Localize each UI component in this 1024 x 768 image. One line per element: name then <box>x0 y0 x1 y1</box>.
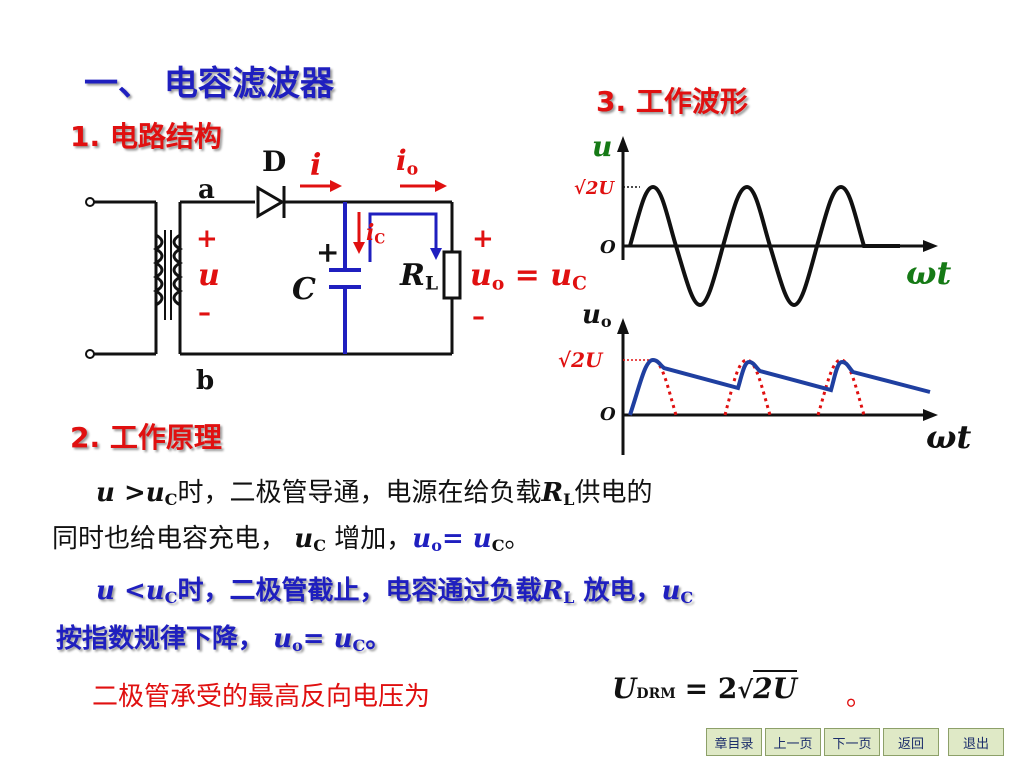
input-u-label: u <box>198 258 220 293</box>
section-waveform-heading: 3. 工作波形 <box>596 85 748 118</box>
nav-exit-button[interactable]: 退出 <box>948 728 1004 756</box>
current-ic-label: iC <box>366 220 386 248</box>
waveform-bottom-y-label: uo <box>582 300 612 332</box>
nav-back-button[interactable]: 返回 <box>883 728 939 756</box>
waveform-bottom-amplitude: √2U <box>558 348 603 372</box>
principle-para2-line1: u <uC时，二极管截止，电容通过负载RL 放电，uC <box>96 576 694 608</box>
section-principle-heading: 2. 工作原理 <box>70 421 222 454</box>
nav-chapter-contents-button[interactable]: 章目录 <box>706 728 762 756</box>
waveform-plot <box>617 136 938 455</box>
capacitor-c-label: C <box>292 272 316 307</box>
node-b-label: b <box>196 366 215 396</box>
page-title: 一、 电容滤波器 <box>84 64 334 104</box>
circuit-diagram <box>85 180 462 359</box>
output-plus-label: + <box>472 224 494 254</box>
max-reverse-voltage-formula: UDRM = 2√2U <box>612 672 797 705</box>
current-io-label: io <box>396 144 419 180</box>
waveform-bottom-origin: O <box>600 404 616 425</box>
waveform-top-y-label: u <box>592 130 613 163</box>
principle-para2-line2: 按指数规律下降， uo= uC。 <box>56 624 392 656</box>
output-minus-label: – <box>472 302 485 332</box>
principle-para3: 二极管承受的最高反向电压为 <box>92 682 431 712</box>
nav-previous-page-button[interactable]: 上一页 <box>765 728 821 756</box>
output-equation: uo = uC <box>470 258 587 295</box>
waveform-bottom-x-label: ωt <box>926 418 972 456</box>
nav-next-page-button[interactable]: 下一页 <box>824 728 880 756</box>
current-i-label: i <box>310 148 322 183</box>
nav-bar: 章目录 上一页 下一页 返回 退出 <box>706 728 1004 758</box>
waveform-top-origin: O <box>600 237 616 258</box>
principle-para1-line1: u >uC时，二极管导通，电源在给负载RL供电的 <box>96 478 653 510</box>
waveform-top-x-label: ωt <box>906 254 952 292</box>
principle-para3-end: 。 <box>846 682 873 712</box>
input-minus-label: – <box>198 298 211 328</box>
input-plus-label: + <box>196 224 218 254</box>
capacitor-plus-label: + <box>316 236 340 269</box>
waveform-top-amplitude: √2U <box>574 178 615 199</box>
resistor-rl-label: RL <box>400 258 439 295</box>
diode-label: D <box>262 145 287 178</box>
principle-para1-line2: 同时也给电容充电， uC 增加，uo= uC。 <box>52 524 531 556</box>
node-a-label: a <box>198 175 215 205</box>
section-circuit-heading: 1. 电路结构 <box>70 120 222 153</box>
